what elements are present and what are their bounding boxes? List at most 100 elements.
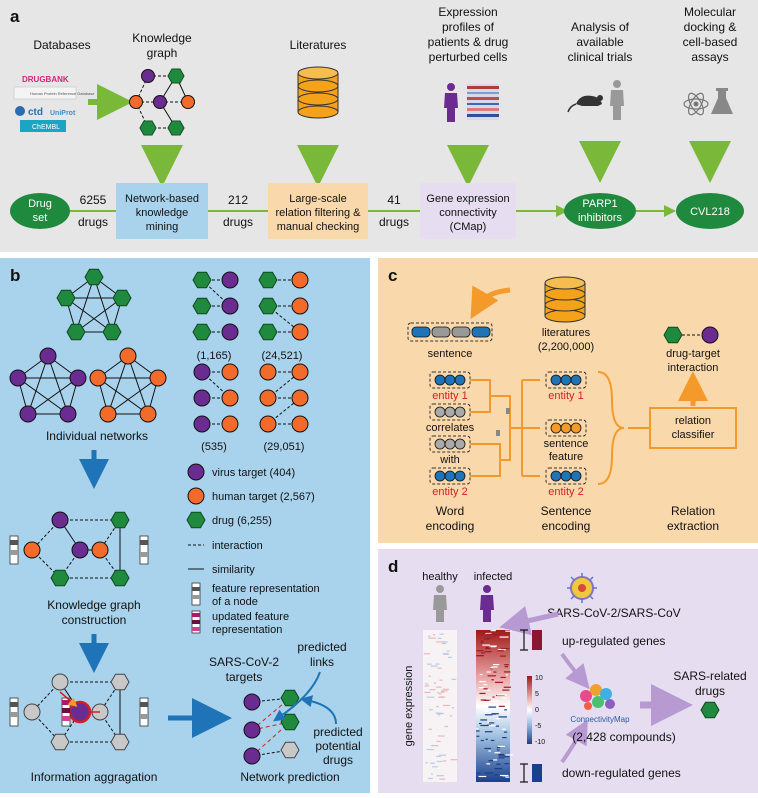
chembl-logo: ChEMBL [32, 124, 60, 131]
expr-title-1: Expression [438, 5, 497, 19]
info-aggregation-graph [9, 673, 149, 751]
virus-target-network-graph [9, 347, 87, 423]
virus-label: SARS-CoV-2/SARS-CoV [547, 606, 680, 620]
down-color-block [532, 764, 542, 782]
panel-c-label: c [388, 266, 397, 285]
sent-entity1-label: entity 1 [548, 390, 583, 402]
colorbar-tick-5: 5 [535, 691, 539, 698]
infected-person-icon [480, 585, 494, 622]
count-virus-human: (535) [201, 441, 227, 453]
expr-title-4: perturbed cells [429, 50, 508, 64]
cvl218-node [676, 193, 744, 229]
count3-number: 41 [387, 193, 401, 207]
panel-b-legend: virus target (404) human target (2,567) … [186, 463, 320, 636]
uniprot-logo: UniProt [50, 110, 76, 117]
arrow-up-to-cmap [560, 652, 590, 690]
panel-b-label: b [10, 266, 20, 285]
bipartite-human-drug [258, 271, 309, 341]
word-token-entity1 [429, 371, 471, 389]
colorbar-tick-neg10: -10 [535, 739, 545, 746]
drug-set-node [10, 193, 70, 229]
box1-line1: Network-based [125, 193, 199, 205]
drug-target-2: interaction [668, 362, 719, 374]
box1-line3: mining [146, 221, 178, 233]
word-correlates-label: correlates [426, 422, 475, 434]
infected-label: infected [474, 571, 513, 583]
down-regulated-label: down-regulated genes [562, 766, 681, 780]
sent-entity2-label: entity 2 [548, 486, 583, 498]
legend-virus-text: virus target (404) [212, 467, 295, 479]
down-bracket [520, 763, 528, 783]
predicted-drugs-1: predicted [313, 725, 362, 739]
word-entity1-label: entity 1 [432, 390, 467, 402]
expr-title-3: patients & drug [428, 35, 509, 49]
kg-title-1: Knowledge [132, 31, 192, 45]
drug-set-line1: Drug [28, 198, 52, 210]
chembl-logo-bg [20, 120, 66, 132]
word-token-correlates [429, 403, 471, 421]
trials-title-3: clinical trials [568, 50, 633, 64]
panel-d: d healthy infected SARS-CoV-2/SARS-CoV [378, 549, 758, 793]
expr-title-2: profiles of [442, 20, 495, 34]
predicted-drugs-3: drugs [323, 753, 353, 767]
docking-title-4: assays [691, 50, 728, 64]
sars-drugs-1: SARS-related [673, 669, 746, 683]
kg-title-2: graph [147, 46, 178, 60]
box3-line3: (CMap) [450, 221, 487, 233]
virus-icon [567, 573, 597, 603]
legend-feature-text-2: of a node [212, 596, 258, 608]
sars-targets-1: SARS-CoV-2 [209, 655, 279, 669]
legend-updated-text-1: updated feature [212, 611, 289, 623]
word-entity2-label: entity 2 [432, 486, 467, 498]
trials-title-1: Analysis of [571, 20, 630, 34]
bipartite-human-human [259, 363, 309, 433]
panel-a-label: a [10, 7, 20, 26]
compounds-label: (2,428 compounds) [572, 730, 675, 744]
network-prediction-label: Network prediction [240, 770, 339, 784]
sentence-feature-1: sentence [544, 438, 589, 450]
panel-a: a Databases Knowledge graph Literatures … [0, 0, 758, 252]
ctd-logo-icon [15, 106, 25, 116]
predicted-drugs-arrow [300, 695, 337, 725]
box2-line1: Large-scale [289, 193, 346, 205]
count-human-human: (29,051) [264, 441, 305, 453]
arrow-lit-to-sentence [470, 285, 511, 320]
word-token-entity2 [429, 467, 471, 485]
panel-d-label: d [388, 557, 398, 576]
expression-profile-icon [444, 83, 499, 122]
legend-feature-swatch [191, 582, 201, 606]
healthy-label: healthy [422, 571, 458, 583]
drugbank-logo: DRUGBANK [22, 75, 69, 84]
word-token-with [429, 435, 471, 453]
relation-classifier-box [649, 407, 737, 449]
box1-line2: knowledge [136, 207, 189, 219]
legend-human-text: human target (2,567) [212, 491, 315, 503]
c-literatures-2: (2,200,000) [538, 341, 594, 353]
relation-extraction-1: Relation [671, 504, 715, 518]
individual-networks-label: Individual networks [46, 429, 148, 443]
legend-drug-swatch [186, 511, 206, 529]
up-bracket [520, 629, 528, 651]
sentence-encoding-2: encoding [542, 519, 591, 533]
drug-network-graph [56, 268, 132, 341]
encoding-tree-connectors [470, 379, 540, 477]
count-human-drug: (24,521) [262, 350, 303, 362]
word-with-label: with [439, 454, 460, 466]
count3-unit: drugs [379, 215, 409, 229]
docking-title-2: docking & [684, 20, 737, 34]
count1-number: 6255 [80, 193, 107, 207]
infected-heatmap [476, 630, 513, 782]
sentence-token-entity2 [545, 467, 587, 485]
literature-db-icon-c [544, 276, 586, 323]
word-encoding-1: Word [436, 504, 464, 518]
literatures-title: Literatures [290, 38, 347, 52]
network-mining-box [116, 183, 208, 239]
connectivity-map-logo [580, 684, 615, 710]
sentence-encoding-1: Sentence [541, 504, 592, 518]
drug-target-1: drug-target [666, 348, 720, 360]
database-logos: DRUGBANK Human Protein Reference Databas… [13, 75, 95, 132]
box2-line3: manual checking [277, 221, 360, 233]
colorbar [527, 676, 532, 744]
drug-set-line2: set [33, 212, 48, 224]
legend-drug-text: drug (6,255) [212, 515, 272, 527]
